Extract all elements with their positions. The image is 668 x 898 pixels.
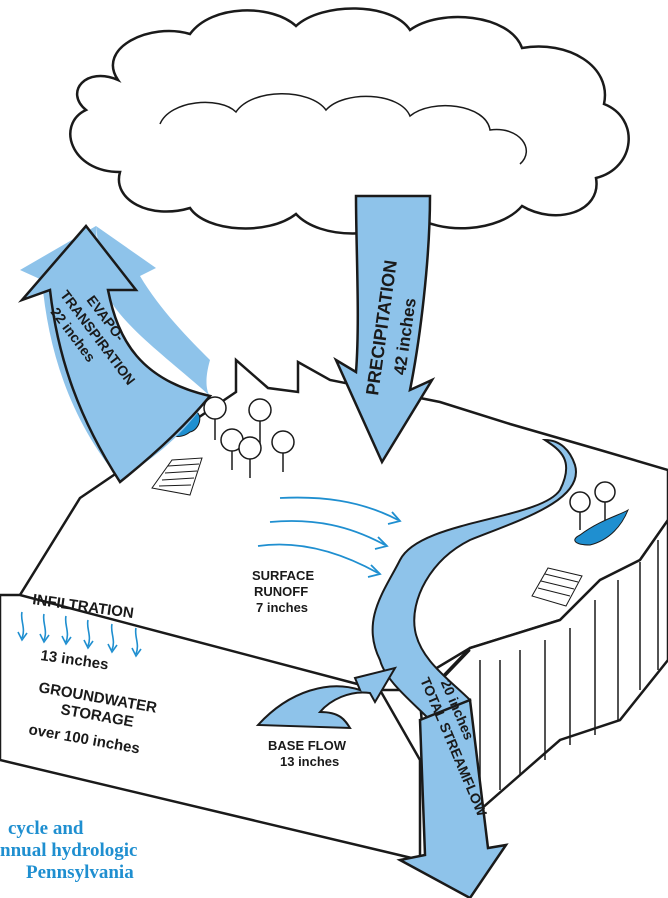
caption-line2: nnual hydrologic [0,840,138,861]
infiltration-arrows [17,611,142,658]
field-right [531,567,583,607]
land-front-face [0,593,422,862]
cloud [69,7,630,235]
figure-caption: cycle and nnual hydrologic Pennsylvania [0,818,220,884]
cloud-inner-line [159,93,527,165]
trees-right [569,481,616,530]
base-flow-label: BASE FLOW 13 inches [268,738,347,769]
surface-runoff-arrows [257,496,402,578]
land-surface [18,357,668,692]
baseflow-amount: 13 inches [280,754,339,769]
surface-runoff-label: SURFACE RUNOFF 7 inches [252,568,314,615]
runoff-title: SURFACE [252,568,314,583]
cliff-ridges [479,540,659,800]
runoff-title2: RUNOFF [254,584,308,599]
field-left [151,457,203,496]
base-flow-arrow [255,666,398,730]
runoff-amount: 7 inches [256,600,308,615]
evapotranspiration-arrow-body [17,224,213,484]
trees-left [203,396,295,478]
precipitation-arrow [333,194,436,465]
caption-line1: cycle and [8,818,84,839]
pond-right [574,508,630,546]
caption-line3: Pennsylvania [26,862,134,883]
baseflow-title: BASE FLOW [268,738,347,753]
total-streamflow-arrow [396,698,509,898]
